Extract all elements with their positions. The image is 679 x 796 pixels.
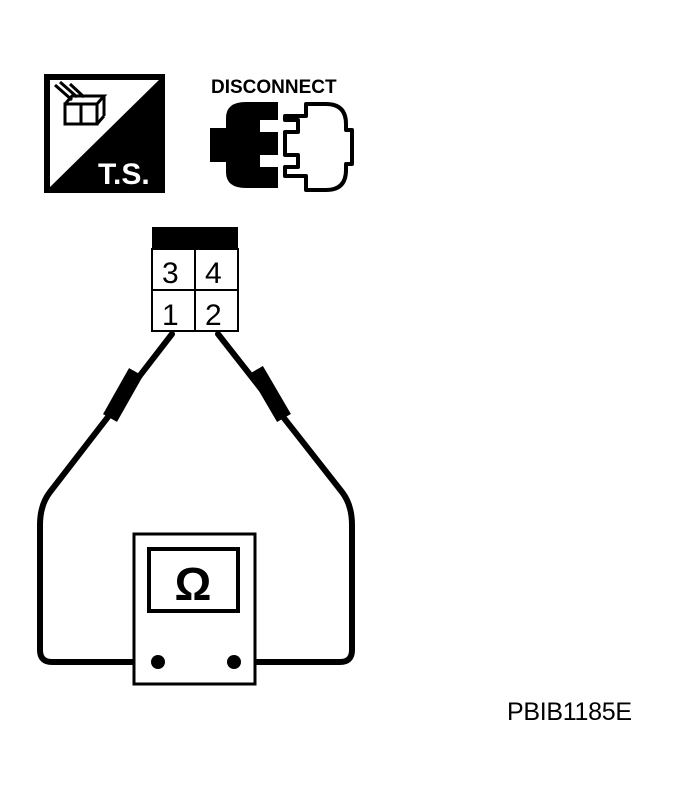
trouble-shooting-icon: T.S. (44, 74, 165, 193)
probe-lead-left (37, 331, 175, 665)
ts-label: T.S. (98, 158, 150, 191)
ohm-icon: Ω (175, 558, 212, 610)
terminal-1: 1 (162, 299, 179, 332)
terminal-3: 3 (162, 257, 179, 290)
meter-terminal-right (227, 655, 241, 669)
meter-terminal-left (151, 655, 165, 669)
terminal-2: 2 (205, 299, 222, 332)
terminal-4: 4 (205, 257, 222, 290)
figure-code: PBIB1185E (507, 698, 632, 726)
disconnect-label: DISCONNECT (211, 77, 337, 98)
ohmmeter: Ω (132, 532, 257, 686)
disconnect-icon: DISCONNECT (210, 77, 354, 192)
probe-lead-right (215, 331, 355, 665)
connector: 3 4 1 2 (151, 227, 239, 332)
